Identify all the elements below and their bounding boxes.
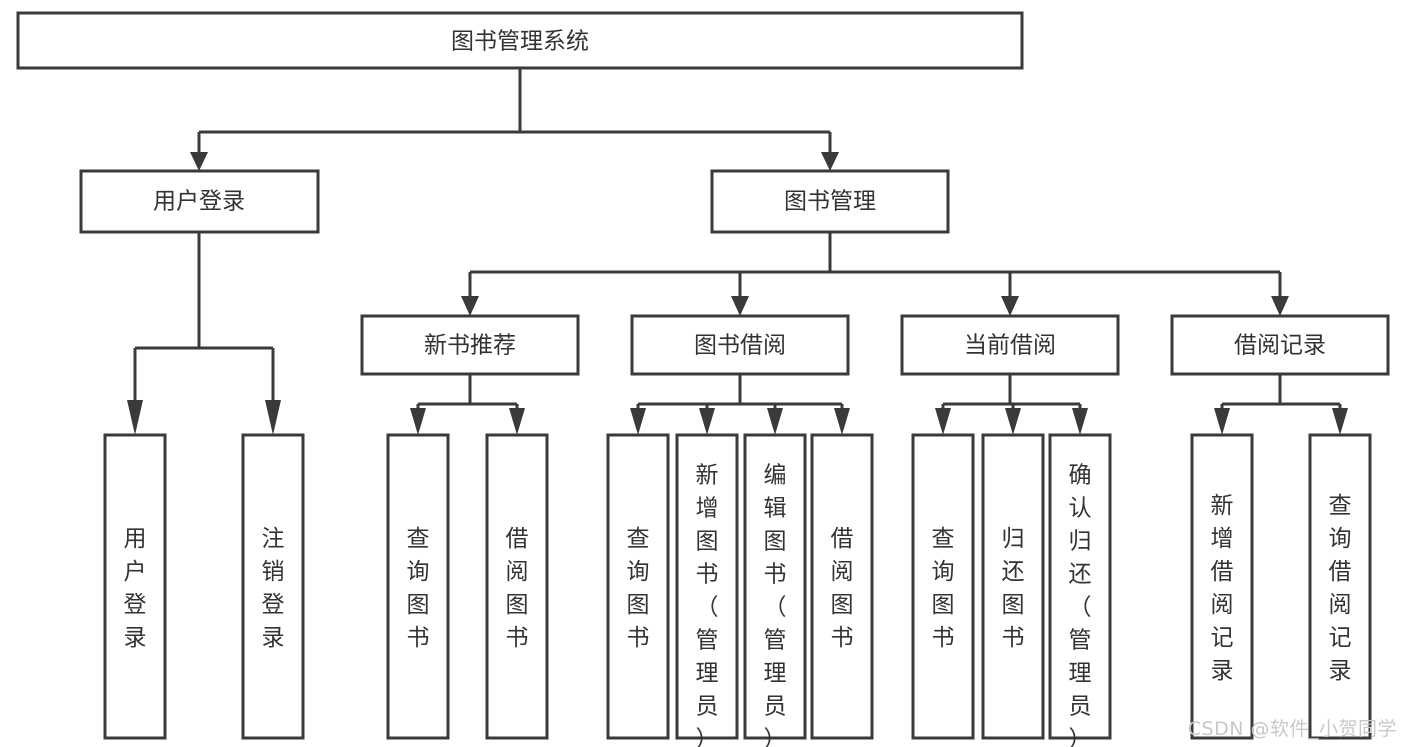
arrow-borrow-leaf-3 (767, 408, 783, 435)
node-leaf-8-box[interactable] (911, 433, 975, 740)
node-leaf-9-label: 归还图书 (1002, 526, 1025, 651)
arrow-root-to-book-mgmt (821, 152, 839, 171)
arrow-borrow-leaf-2 (699, 408, 715, 435)
node-leaf-11-label: 新增借阅记录 (1211, 493, 1234, 684)
node-leaf-4-box[interactable] (606, 433, 670, 740)
node-leaf-4-label: 查询图书 (627, 526, 650, 651)
arrow-newbook-leaf-1 (410, 408, 426, 435)
arrow-bookmgmt-child-1 (461, 296, 479, 316)
node-leaf-10-label: 确认归还（管理员） (1069, 463, 1092, 747)
arrow-bookmgmt-child-3 (1001, 296, 1019, 316)
node-leaf-6[interactable]: 编辑图书（管理员） (743, 433, 807, 747)
node-user-login[interactable]: 用户登录 (79, 169, 320, 234)
arrow-newbook-leaf-2 (509, 408, 525, 435)
arrow-current-leaf-1 (935, 408, 951, 435)
node-leaf-10[interactable]: 确认归还（管理员） (1048, 433, 1112, 747)
node-leaf-1-label: 注销登录 (262, 526, 285, 651)
node-leaf-3-box[interactable] (485, 433, 549, 740)
node-borrow-record[interactable]: 借阅记录 (1170, 314, 1390, 376)
arrow-bookmgmt-child-4 (1271, 296, 1289, 316)
node-leaf-12[interactable]: 查询借阅记录 (1308, 433, 1372, 740)
arrow-borrow-leaf-4 (834, 408, 850, 435)
node-leaf-0[interactable]: 用户登录 (103, 433, 167, 740)
node-book-management-box[interactable] (710, 169, 950, 234)
node-borrow-record-label: 借阅记录 (1234, 333, 1326, 359)
node-leaf-2-label: 查询图书 (407, 526, 430, 651)
node-root-system-label: 图书管理系统 (451, 29, 589, 55)
node-book-management-label: 图书管理 (784, 189, 876, 215)
arrow-bookmgmt-child-2 (731, 296, 749, 316)
arrow-userlogin-leaf-1 (127, 400, 143, 435)
node-leaf-7-label: 借阅图书 (831, 526, 854, 651)
node-leaf-5-label: 新增图书（管理员） (696, 463, 719, 747)
node-book-borrow-box[interactable] (630, 314, 850, 376)
node-new-book-recommend-label: 新书推荐 (424, 333, 516, 359)
node-leaf-9[interactable]: 归还图书 (981, 433, 1045, 740)
node-user-login-label: 用户登录 (153, 189, 245, 215)
node-leaf-2-box[interactable] (386, 433, 450, 740)
node-root-system[interactable]: 图书管理系统 (16, 11, 1024, 70)
node-leaf-10-box[interactable] (1048, 433, 1112, 740)
arrow-userlogin-leaf-2 (265, 400, 281, 435)
node-leaf-2[interactable]: 查询图书 (386, 433, 450, 740)
arrow-borrow-leaf-1 (630, 408, 646, 435)
node-leaf-4[interactable]: 查询图书 (606, 433, 670, 740)
node-current-borrow-label: 当前借阅 (964, 333, 1056, 359)
node-leaf-5-box[interactable] (675, 433, 739, 740)
node-current-borrow[interactable]: 当前借阅 (900, 314, 1120, 376)
node-book-management[interactable]: 图书管理 (710, 169, 950, 234)
node-leaf-7[interactable]: 借阅图书 (810, 433, 874, 740)
node-root-system-box[interactable] (16, 11, 1024, 70)
node-leaf-6-box[interactable] (743, 433, 807, 740)
node-leaf-1[interactable]: 注销登录 (241, 433, 305, 740)
node-leaf-1-box[interactable] (241, 433, 305, 740)
node-leaf-8[interactable]: 查询图书 (911, 433, 975, 740)
connector-group (127, 68, 1348, 435)
node-leaf-3-label: 借阅图书 (506, 526, 529, 651)
node-leaf-11-box[interactable] (1190, 433, 1254, 740)
arrow-record-leaf-2 (1332, 408, 1348, 435)
node-leaf-6-label: 编辑图书（管理员） (764, 463, 787, 747)
node-leaf-3[interactable]: 借阅图书 (485, 433, 549, 740)
node-leaf-5[interactable]: 新增图书（管理员） (675, 433, 739, 747)
node-user-login-box[interactable] (79, 169, 320, 234)
node-book-borrow-label: 图书借阅 (694, 333, 786, 359)
arrow-current-leaf-3 (1072, 408, 1088, 435)
node-leaf-7-box[interactable] (810, 433, 874, 740)
arrow-root-to-user-login (190, 152, 208, 171)
node-leaf-12-label: 查询借阅记录 (1329, 493, 1352, 684)
node-book-borrow[interactable]: 图书借阅 (630, 314, 850, 376)
node-leaf-9-box[interactable] (981, 433, 1045, 740)
node-leaf-0-label: 用户登录 (124, 526, 147, 651)
node-leaf-8-label: 查询图书 (932, 526, 955, 651)
node-new-book-recommend-box[interactable] (360, 314, 580, 376)
csdn-watermark: CSDN @软件_小贺同学 (1187, 718, 1397, 740)
node-leaf-12-box[interactable] (1308, 433, 1372, 740)
leaf-node-group: 用户登录 注销登录 查询图书 借阅图书 查询图书 新增图书（管理员） 编辑图书（管理员） 借阅… (103, 433, 1372, 747)
node-leaf-0-box[interactable] (103, 433, 167, 740)
node-new-book-recommend[interactable]: 新书推荐 (360, 314, 580, 376)
node-leaf-11[interactable]: 新增借阅记录 (1190, 433, 1254, 740)
node-borrow-record-box[interactable] (1170, 314, 1390, 376)
arrow-record-leaf-1 (1214, 408, 1230, 435)
arrow-current-leaf-2 (1005, 408, 1021, 435)
node-current-borrow-box[interactable] (900, 314, 1120, 376)
